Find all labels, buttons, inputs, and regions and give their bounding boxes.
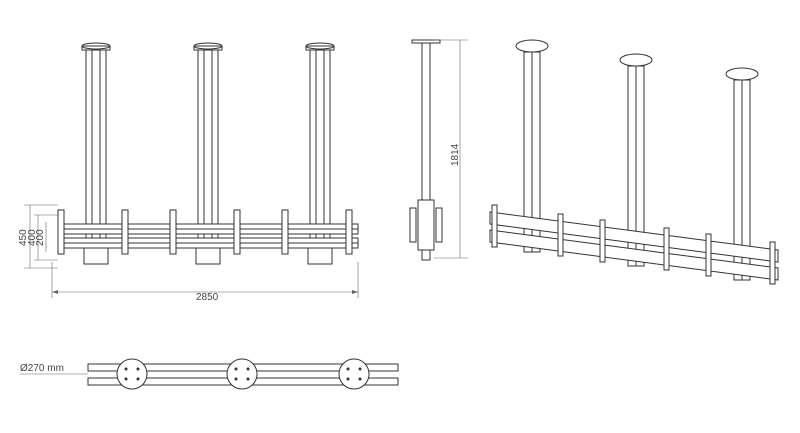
persp-pole-1 xyxy=(515,39,549,253)
top-plate-3 xyxy=(338,358,370,390)
top-view: Ø270 mm xyxy=(20,358,399,390)
dim-label-450: 450 xyxy=(18,229,29,246)
perspective-view xyxy=(489,39,779,285)
top-plate-2 xyxy=(226,358,258,390)
dim-label-400: 400 xyxy=(27,229,38,246)
dim-label-200: 200 xyxy=(35,229,46,246)
persp-hangers xyxy=(491,204,776,285)
height-label: 1814 xyxy=(450,143,461,166)
top-plate-1 xyxy=(116,358,148,390)
diameter-label: Ø270 mm xyxy=(20,363,64,374)
persp-pole-3 xyxy=(725,67,759,281)
front-pole-left xyxy=(81,42,111,265)
front-view: 450 400 200 2850 xyxy=(18,42,359,303)
front-hangers xyxy=(57,209,353,255)
width-dimension: 2850 xyxy=(51,262,359,303)
width-label: 2850 xyxy=(196,292,219,303)
side-view: 1814 xyxy=(409,39,468,261)
vertical-dimension: 450 400 200 xyxy=(18,204,58,269)
